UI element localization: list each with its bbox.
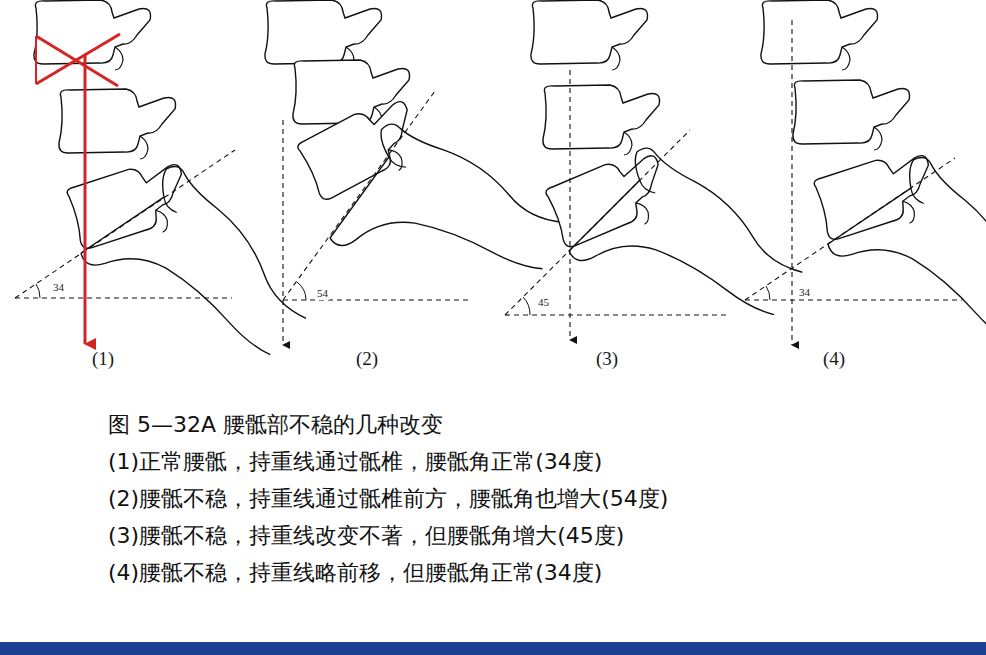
- spine-figure: [265, 0, 572, 351]
- angle-value: 45: [537, 296, 550, 309]
- vertebra: [761, 0, 878, 70]
- vertebra: [543, 85, 660, 155]
- vertebra: [811, 146, 943, 247]
- weight-line: [282, 120, 283, 345]
- sacrum: [552, 129, 809, 386]
- angle-arc: [297, 282, 306, 300]
- angle-arc: [36, 284, 40, 298]
- caption-line: (3)腰骶不稳，持重线改变不著，但腰骶角增大(45度): [108, 523, 624, 549]
- caption-line: (1)正常腰骶，持重线通过骶椎，腰骶角正常(34度): [108, 449, 602, 475]
- angle-value: 54: [316, 287, 329, 300]
- cross-mark: [36, 34, 120, 84]
- sacral-line: [15, 150, 235, 298]
- panel-number: (3): [596, 348, 618, 371]
- horizontal-line: [505, 314, 730, 315]
- caption-line: (4)腰骶不稳，持重线略前移，但腰骶角正常(34度): [108, 560, 602, 586]
- sacrum: [311, 104, 571, 351]
- panel-number: (4): [823, 348, 845, 371]
- vertebra: [34, 0, 151, 70]
- sacrum: [815, 142, 986, 402]
- angle-arc: [766, 286, 770, 300]
- vertebra: [793, 80, 910, 150]
- angle-value: 34: [52, 281, 65, 294]
- panel-number: (1): [92, 348, 114, 371]
- figure-caption: 图 5—32A 腰骶部不稳的几种改变: [108, 412, 443, 438]
- vertebra: [59, 89, 176, 159]
- cross-mark: [35, 36, 37, 84]
- sacrum: [68, 151, 312, 411]
- vertebra: [531, 0, 648, 70]
- horizontal-line: [283, 299, 470, 300]
- sacral-line: [283, 91, 435, 300]
- horizontal-line: [15, 297, 232, 298]
- sacral-line: [745, 158, 955, 300]
- angle-arc: [523, 297, 530, 315]
- angle-value: 34: [798, 286, 811, 299]
- weight-line: [569, 70, 570, 340]
- weight-line: [84, 55, 87, 344]
- sacral-line: [505, 130, 690, 315]
- panel-number: (2): [356, 348, 378, 371]
- vertebra: [543, 146, 677, 255]
- horizontal-line: [745, 299, 962, 300]
- bottom-bar: [0, 642, 986, 655]
- vertebra: [265, 0, 382, 70]
- caption-line: (2)腰骶不稳，持重线通过骶椎前方，腰骶角也增大(54度): [108, 486, 668, 512]
- spine-figure: [745, 0, 986, 402]
- weight-line: [791, 20, 792, 345]
